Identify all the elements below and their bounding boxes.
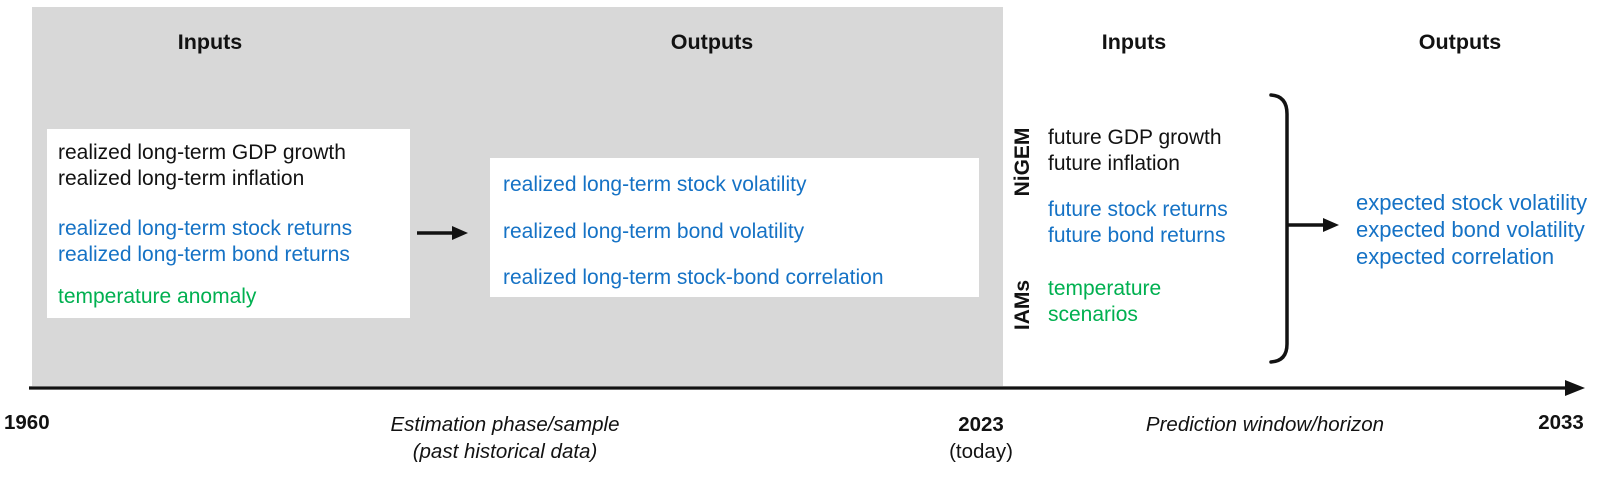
prediction-output-line: expected correlation	[1356, 244, 1555, 269]
prediction-outputs-header: Outputs	[1418, 30, 1502, 54]
prediction-outputs: expected stock volatility expected bond …	[1356, 189, 1587, 270]
estimation-input-line: realized long-term GDP growth	[58, 141, 346, 164]
prediction-inputs-header: Inputs	[1101, 30, 1167, 54]
estimation-inputs-header: Inputs	[177, 30, 243, 54]
timeline-current-year-note: (today)	[949, 440, 1013, 463]
prediction-nigem-inputs: future GDP growth future inflation futur…	[1048, 125, 1228, 249]
timeline-axis	[29, 380, 1585, 396]
estimation-input-line: realized long-term stock returns	[58, 217, 353, 240]
timeline-estimation-label: Estimation phase/sample (past historical…	[355, 411, 655, 465]
prediction-flow-arrow-icon	[1287, 218, 1339, 232]
timeline-estimation-label-line1: Estimation phase/sample	[390, 413, 620, 436]
prediction-input-line: future GDP growth	[1048, 126, 1222, 149]
timeline-prediction-label: Prediction window/horizon	[1145, 413, 1385, 436]
prediction-input-line: temperature	[1048, 277, 1162, 300]
estimation-input-line: temperature anomaly	[58, 285, 257, 308]
timeline-estimation-label-line2: (past historical data)	[412, 440, 598, 463]
timeline-current-marker: 2023 (today)	[931, 411, 1031, 465]
estimation-outputs-header: Outputs	[670, 30, 754, 54]
prediction-output-line: expected bond volatility	[1356, 217, 1585, 242]
prediction-inputs-brace	[1269, 93, 1289, 364]
prediction-iams-inputs: temperature scenarios	[1048, 276, 1161, 328]
timeline-current-year: 2023	[958, 413, 1004, 436]
estimation-flow-arrow-icon	[417, 226, 468, 240]
estimation-output-line: realized long-term bond volatility	[503, 220, 805, 243]
estimation-outputs-box: realized long-term stock volatility real…	[490, 158, 979, 297]
prediction-input-line: future inflation	[1048, 152, 1180, 175]
timeline-end-year: 2033	[1538, 411, 1584, 434]
timeline-start-year: 1960	[4, 411, 50, 434]
estimation-output-line: realized long-term stock volatility	[503, 173, 807, 196]
estimation-inputs-box: realized long-term GDP growth realized l…	[47, 129, 410, 318]
prediction-output-line: expected stock volatility	[1356, 190, 1588, 215]
estimation-input-line: realized long-term bond returns	[58, 243, 350, 266]
prediction-input-line: future bond returns	[1048, 224, 1226, 247]
estimation-output-line: realized long-term stock-bond correlatio…	[503, 266, 884, 289]
estimation-input-line: realized long-term inflation	[58, 167, 305, 190]
prediction-input-line: scenarios	[1048, 303, 1138, 326]
prediction-input-line: future stock returns	[1048, 198, 1228, 221]
